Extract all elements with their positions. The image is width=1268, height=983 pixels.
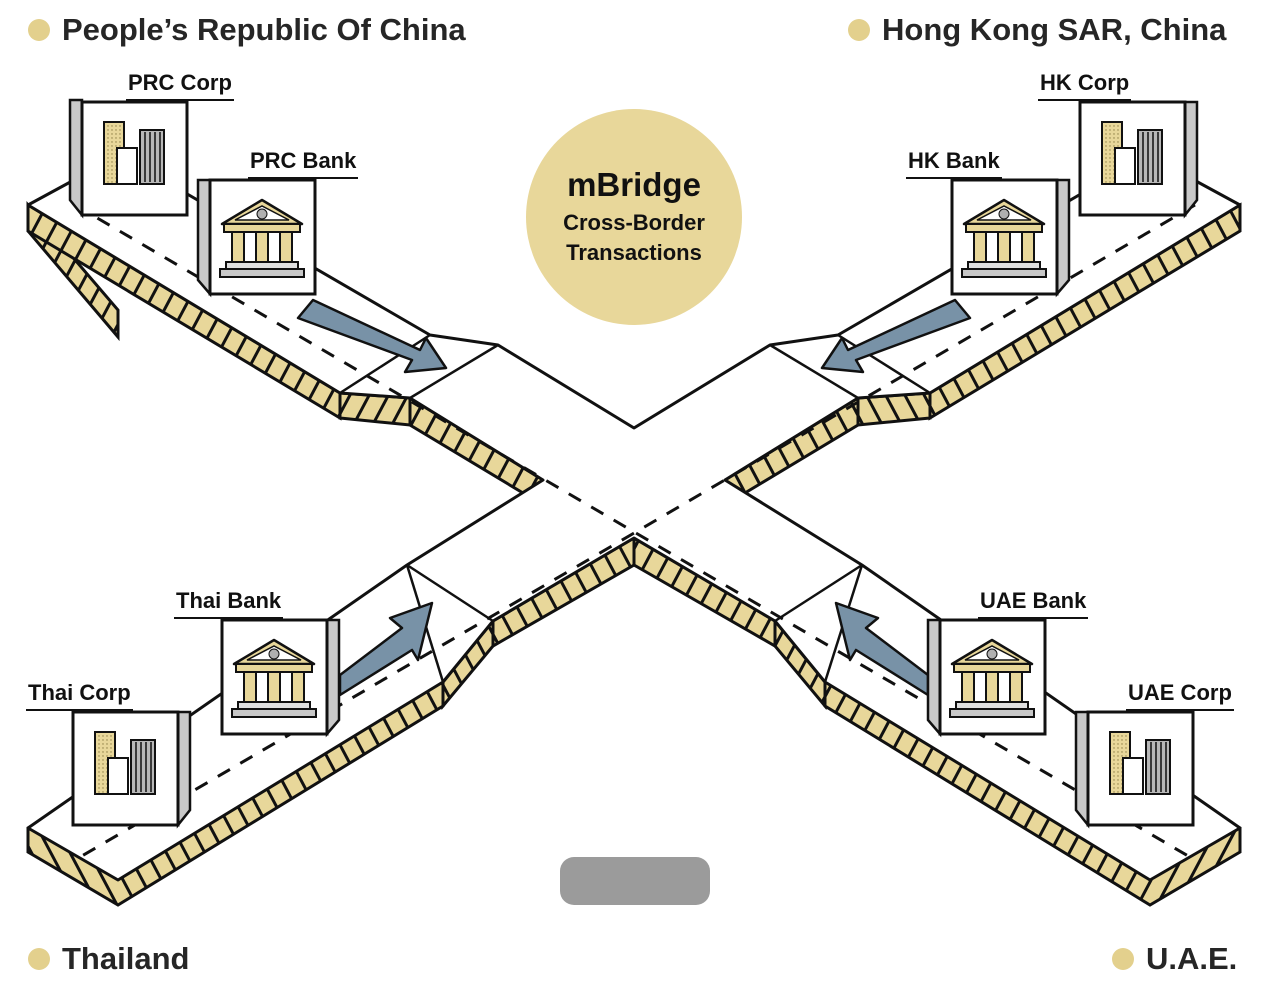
region-dot [1112,948,1134,970]
entity-boxes [68,98,1199,829]
uae-corp-box [1074,710,1195,829]
hk-corp-label: HK Corp [1038,70,1132,101]
mbridge-subtitle-line1: Cross-Border [563,210,705,235]
prc-corp-label: PRC Corp [126,70,234,101]
arrow-thai-to-center [338,601,434,697]
thai-corp-box [71,710,192,829]
region-dot [28,19,50,41]
mbridge-circle [526,109,742,325]
drag-handle[interactable] [560,857,710,905]
region-dot [848,19,870,41]
dashed-centerlines [74,203,1196,862]
hk-bank-label: HK Bank [906,148,1002,179]
region-uae-label: U.A.E. [1146,941,1238,976]
region-dot [28,948,50,970]
thai-bank-label: Thai Bank [174,588,284,619]
prc-corp-box [68,98,189,219]
region-thai-label: Thailand [62,941,190,976]
region-thai: Thailand [28,941,189,977]
thai-bank-box [220,618,341,738]
uae-bank-box [926,618,1047,738]
region-hk-label: Hong Kong SAR, China [882,12,1227,47]
uae-bank-label: UAE Bank [978,588,1089,619]
prc-bank-box [196,178,317,298]
region-prc: People’s Republic Of China [28,12,466,48]
arrow-hk-to-center [820,298,972,374]
hk-corp-box [1078,100,1199,219]
mbridge-subtitle-line2: Transactions [566,240,702,265]
region-prc-label: People’s Republic Of China [62,12,466,47]
arrow-uae-to-center [834,601,930,697]
region-uae: U.A.E. [1112,941,1237,977]
arrow-prc-to-center [296,298,448,374]
flow-arrows [296,298,972,697]
uae-corp-label: UAE Corp [1126,680,1234,711]
thai-corp-label: Thai Corp [26,680,133,711]
prc-bank-label: PRC Bank [248,148,359,179]
hk-bank-box [950,178,1071,298]
mbridge-title: mBridge [567,166,701,203]
region-hk: Hong Kong SAR, China [848,12,1226,48]
